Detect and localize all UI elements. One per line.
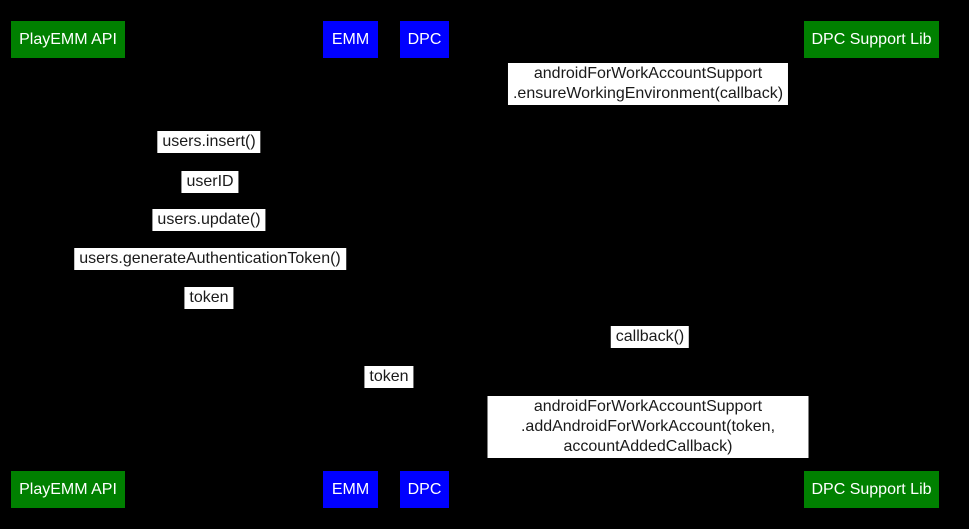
message-line-token-to-emm (68, 319, 351, 320)
actor-dpc-top: DPC (400, 21, 449, 58)
message-label-callback: callback() (610, 326, 690, 348)
actor-dpc-support-lib-bottom: DPC Support Lib (804, 471, 939, 508)
actor-emm-bottom: EMM (323, 471, 378, 508)
message-label-userid: userID (181, 171, 239, 193)
message-line-callback (425, 358, 871, 359)
lifeline-emm (350, 58, 351, 471)
message-label-add-android-for-work-account: androidForWorkAccountSupport .addAndroid… (487, 396, 809, 458)
message-line-token-to-dpc (351, 397, 425, 398)
actor-dpc-support-lib-top: DPC Support Lib (804, 21, 939, 58)
message-line-userid (68, 202, 351, 203)
message-label-ensure-working-environment: androidForWorkAccountSupport .ensureWork… (507, 63, 789, 105)
message-label-users-insert: users.insert() (157, 131, 261, 153)
lifeline-dpc-support-lib (871, 58, 872, 471)
message-line-users-update (68, 241, 351, 242)
message-label-token-to-dpc: token (364, 366, 414, 388)
lifeline-dpc (424, 58, 425, 471)
actor-playemm-api-bottom: PlayEMM API (11, 471, 125, 508)
actor-playemm-api-top: PlayEMM API (11, 21, 125, 58)
message-line-generate-authentication-token (68, 280, 351, 281)
lifeline-playemm-api (68, 58, 69, 471)
message-label-users-update: users.update() (152, 209, 266, 231)
message-label-generate-authentication-token: users.generateAuthenticationToken() (74, 248, 346, 270)
message-label-token-to-emm: token (184, 287, 234, 309)
message-line-ensure-working-environment (425, 113, 871, 114)
message-line-users-insert (68, 163, 351, 164)
actor-dpc-bottom: DPC (400, 471, 449, 508)
actor-emm-top: EMM (323, 21, 378, 58)
